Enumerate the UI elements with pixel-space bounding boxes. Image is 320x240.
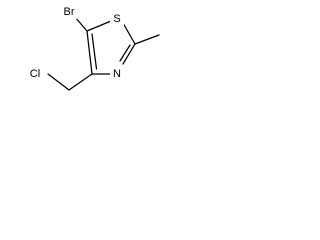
- atom-s-background: [110, 12, 124, 26]
- bond-c4-c5: [86, 30, 93, 75]
- atom-s-label: S: [113, 13, 120, 25]
- atom-n-label: N: [113, 68, 121, 80]
- bond-c2-n3: [122, 43, 136, 65]
- thiazole-structure-diagram: Br S N Cl: [25, 5, 160, 91]
- bond-c4-ch2: [68, 73, 93, 91]
- bond-c4-c5-double: [91, 33, 98, 70]
- bond-s1-c2: [122, 22, 136, 45]
- bond-c2-n3-double: [119, 44, 131, 62]
- atom-cl-label: Cl: [30, 68, 40, 80]
- atom-n-background: [110, 67, 124, 81]
- bond-c5-s1: [86, 20, 112, 32]
- atom-br-label: Br: [64, 6, 75, 18]
- atom-cl-background: [25, 67, 45, 81]
- bond-c5-br: [74, 16, 88, 32]
- bond-c2-methyl: [134, 34, 160, 45]
- atom-br-background: [59, 5, 79, 19]
- bond-ch2-cl: [47, 73, 70, 91]
